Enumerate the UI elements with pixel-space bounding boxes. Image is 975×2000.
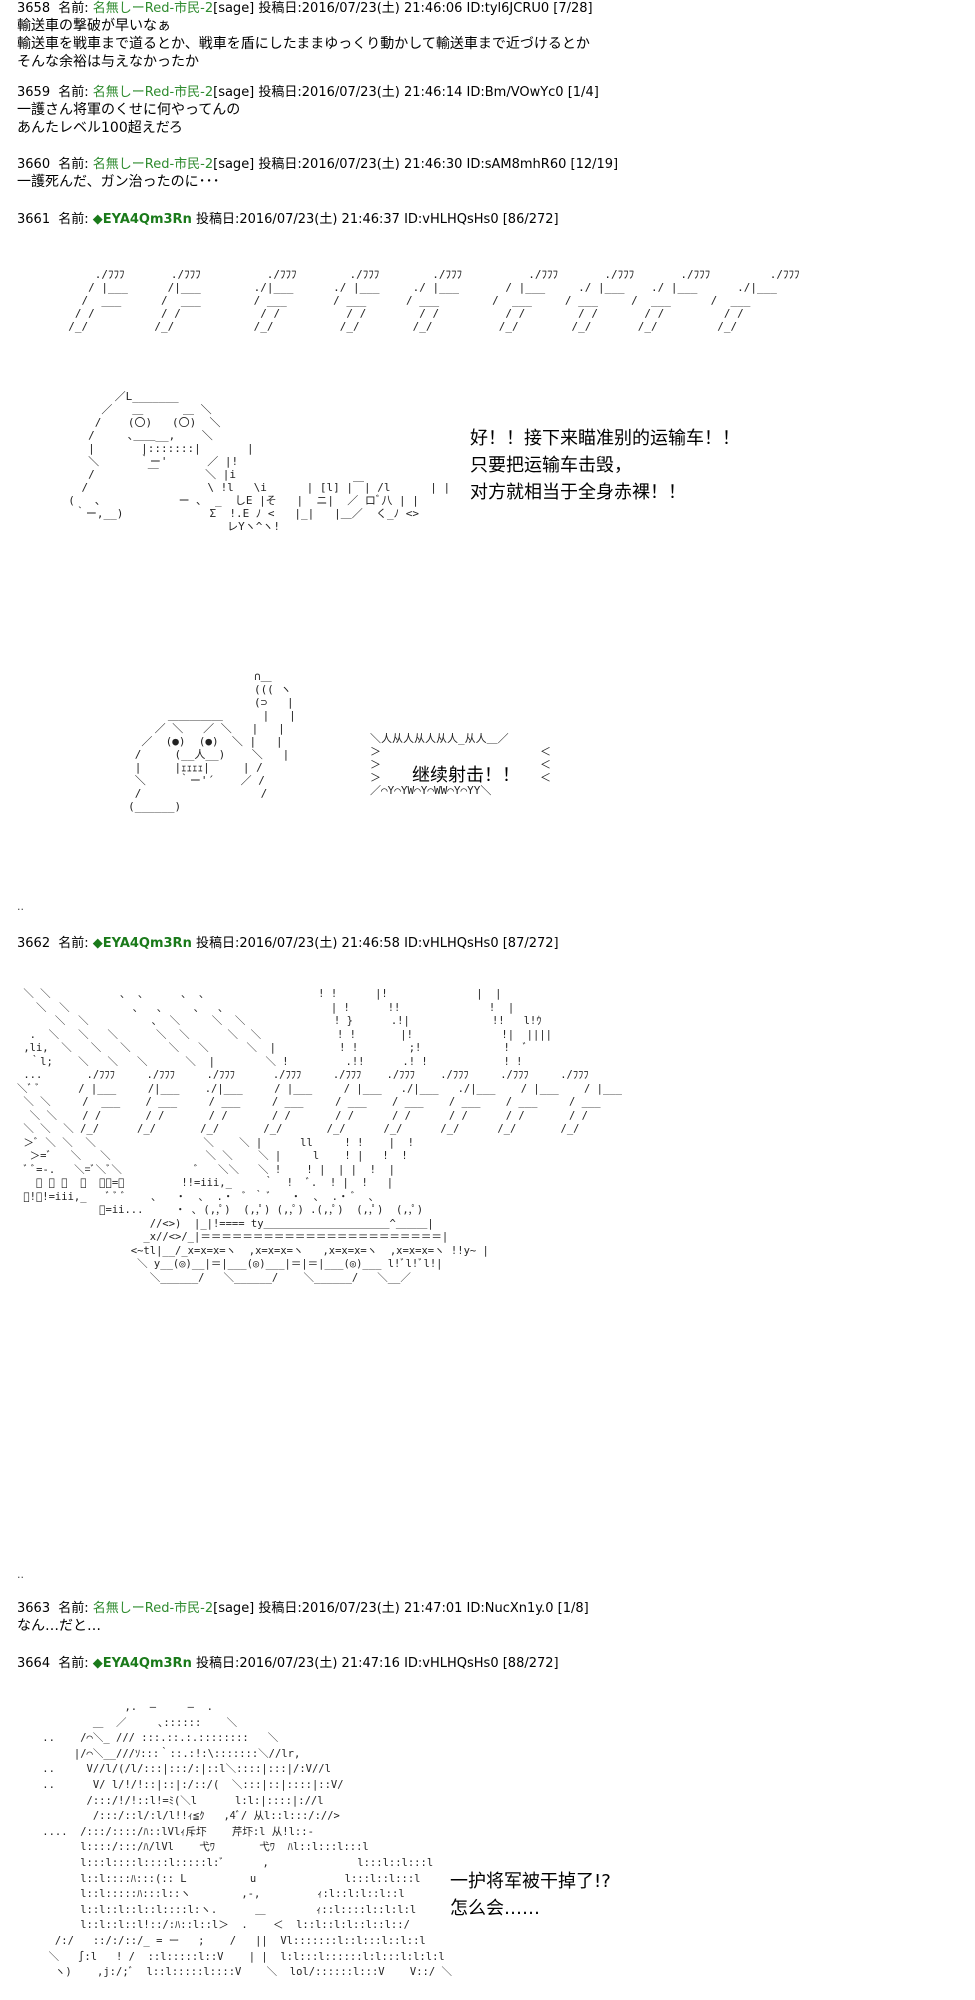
poster-name[interactable]: ◆EYA4Qm3Rn	[92, 212, 192, 227]
post-line: あんたレベル100超えだろ	[17, 120, 183, 136]
poster-name[interactable]: ◆EYA4Qm3Rn	[92, 1656, 192, 1671]
post-number[interactable]: 3659	[17, 85, 51, 100]
translation-line: 好！！接下来瞄准别的运输车！！	[470, 428, 740, 449]
post-number[interactable]: 3662	[17, 936, 51, 951]
poster-name[interactable]: 名無しーRed-市民-2	[92, 85, 214, 100]
post-3661: 3661 名前: ◆EYA4Qm3Rn 投稿日:2016/07/23(土) 21…	[17, 211, 947, 228]
post-3662: 3662 名前: ◆EYA4Qm3Rn 投稿日:2016/07/23(土) 21…	[17, 935, 947, 952]
post-line: なん…だと…	[17, 1618, 101, 1634]
post-3658: 3658 名前: 名無しーRed-市民-2[sage] 投稿日:2016/07/…	[17, 0, 947, 71]
name-label: 名前:	[58, 1601, 89, 1616]
speech-bubble: ＼人从人从人从人_从人＿／ ＞ ＜ ＞ ＜ ＞ ＜ ／⌒Y⌒YW⌒Y⌒WW⌒Y⌒…	[370, 732, 551, 797]
name-label: 名前:	[58, 1, 89, 16]
post-date: 投稿日:2016/07/23(土) 21:47:16 ID:vHLHQsHs0 …	[195, 1656, 559, 1671]
name-label: 名前:	[58, 936, 89, 951]
post-date: 投稿日:2016/07/23(土) 21:46:37 ID:vHLHQsHs0 …	[195, 212, 559, 227]
translation-text-1: 好！！接下来瞄准别的运输车！！ 只要把运输车击毁， 对方就相当于全身赤裸！！	[470, 425, 740, 506]
name-label: 名前:	[58, 1656, 89, 1671]
translation-line: 怎么会……	[450, 1898, 540, 1919]
post-3663: 3663 名前: 名無しーRed-市民-2[sage] 投稿日:2016/07/…	[17, 1600, 947, 1635]
post-number[interactable]: 3658	[17, 1, 51, 16]
post-line: そんな余裕は与えなかったか	[17, 54, 199, 70]
mail-field: [sage]	[213, 157, 255, 172]
poster-name[interactable]: 名無しーRed-市民-2	[92, 1, 214, 16]
name-label: 名前:	[58, 157, 89, 172]
post-3664: 3664 名前: ◆EYA4Qm3Rn 投稿日:2016/07/23(土) 21…	[17, 1655, 947, 1672]
translation-text-3: 一护将军被干掉了!? 怎么会……	[450, 1868, 611, 1922]
post-line: 輸送車の撃破が早いなぁ	[17, 18, 171, 34]
post-number[interactable]: 3660	[17, 157, 51, 172]
post-date: 投稿日:2016/07/23(土) 21:46:06 ID:tyl6JCRU0 …	[258, 1, 593, 16]
post-header: 3662 名前: ◆EYA4Qm3Rn 投稿日:2016/07/23(土) 21…	[17, 935, 947, 952]
name-label: 名前:	[58, 85, 89, 100]
post-number[interactable]: 3661	[17, 212, 51, 227]
post-line: 一護さん将軍のくせに何やってんの	[17, 102, 241, 118]
character-aa-2: ∩＿ ((( ヽ (⊃ | ＿＿＿＿＿ | | ／ ＼ ／ ＼ | | ／ (●…	[128, 670, 296, 813]
post-3659: 3659 名前: 名無しーRed-市民-2[sage] 投稿日:2016/07/…	[17, 84, 947, 137]
translation-text-2: 继续射击！！	[412, 765, 520, 786]
separator-dots: ..	[17, 900, 24, 913]
poster-name[interactable]: ◆EYA4Qm3Rn	[92, 936, 192, 951]
post-header: 3664 名前: ◆EYA4Qm3Rn 投稿日:2016/07/23(土) 21…	[17, 1655, 947, 1672]
post-line: 輸送車を戦車まで道るとか、戦車を盾にしたままゆっくり動かして輸送車まで近づけると…	[17, 36, 590, 52]
post-date: 投稿日:2016/07/23(土) 21:46:30 ID:sAM8mhR60 …	[258, 157, 619, 172]
poster-name[interactable]: 名無しーRed-市民-2	[92, 157, 214, 172]
character-aa-1: ／L_______ ／ ＿ ＿ ＼ / (〇) (〇) ＼ / ､＿＿__, ＼…	[68, 390, 451, 533]
mail-field: [sage]	[213, 1, 255, 16]
post-line: 一護死んだ、ガン治ったのに･･･	[17, 174, 220, 190]
translation-line: 只要把运输车击毁，	[470, 455, 632, 476]
post-date: 投稿日:2016/07/23(土) 21:46:14 ID:Bm/VOwYc0 …	[258, 85, 599, 100]
separator-dots: ..	[17, 1568, 24, 1581]
post-header: 3663 名前: 名無しーRed-市民-2[sage] 投稿日:2016/07/…	[17, 1600, 947, 1617]
post-header: 3661 名前: ◆EYA4Qm3Rn 投稿日:2016/07/23(土) 21…	[17, 211, 947, 228]
post-header: 3658 名前: 名無しーRed-市民-2[sage] 投稿日:2016/07/…	[17, 0, 947, 17]
translation-line: 一护将军被干掉了!?	[450, 1871, 611, 1892]
poster-name[interactable]: 名無しーRed-市民-2	[92, 1601, 214, 1616]
post-3660: 3660 名前: 名無しーRed-市民-2[sage] 投稿日:2016/07/…	[17, 156, 947, 191]
post-date: 投稿日:2016/07/23(土) 21:47:01 ID:NucXn1y.0 …	[258, 1601, 589, 1616]
post-number[interactable]: 3663	[17, 1601, 51, 1616]
character-aa-3: ,. ― ― . ＿ ／ ､:::::: ＼ .. /⌒＼_ /// :::.:…	[42, 1701, 453, 1979]
mail-field: [sage]	[213, 85, 255, 100]
gunfire-aa: ./ﾌﾌﾌ ./ﾌﾌﾌ ./ﾌﾌﾌ ./ﾌﾌﾌ ./ﾌﾌﾌ ./ﾌﾌﾌ ./ﾌﾌ…	[68, 268, 800, 333]
mail-field: [sage]	[213, 1601, 255, 1616]
translation-line: 对方就相当于全身赤裸！！	[470, 482, 686, 503]
name-label: 名前:	[58, 212, 89, 227]
post-date: 投稿日:2016/07/23(土) 21:46:58 ID:vHLHQsHs0 …	[195, 936, 559, 951]
post-header: 3659 名前: 名無しーRed-市民-2[sage] 投稿日:2016/07/…	[17, 84, 947, 101]
post-header: 3660 名前: 名無しーRed-市民-2[sage] 投稿日:2016/07/…	[17, 156, 947, 173]
tank-aa: ＼ ＼ ､ ､ ､ ､ ! ! |! | | ＼ ＼ ､ ､ ､ ､ | ! !…	[17, 988, 622, 1284]
post-number[interactable]: 3664	[17, 1656, 51, 1671]
